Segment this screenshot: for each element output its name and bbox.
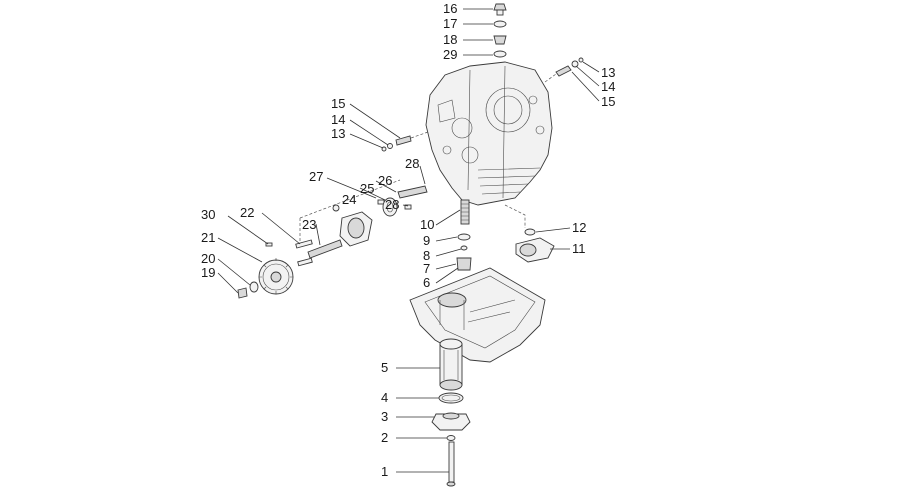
- callout-10: 10: [420, 217, 434, 232]
- side-cover: [504, 204, 555, 263]
- callout-13-right: 13: [601, 65, 615, 80]
- callout-24: 24: [342, 192, 356, 207]
- callout-9: 9: [423, 233, 430, 248]
- callout-17: 17: [443, 16, 457, 31]
- leader-lines: [217, 8, 600, 473]
- callout-5: 5: [381, 360, 388, 375]
- callout-15-left: 15: [331, 96, 345, 111]
- callout-29: 29: [443, 47, 457, 62]
- callout-15-right: 15: [601, 94, 615, 109]
- callout-19: 19: [201, 265, 215, 280]
- shaft-and-dowels: [299, 179, 428, 245]
- callout-11: 11: [572, 241, 586, 256]
- callout-26: 26: [378, 173, 392, 188]
- oil-filter-stack: [431, 338, 471, 487]
- callout-16: 16: [443, 1, 457, 16]
- callout-18: 18: [443, 32, 457, 47]
- shaft-and-pins: [265, 239, 343, 267]
- callout-1: 1: [381, 464, 388, 479]
- callout-27: 27: [309, 169, 323, 184]
- gear-assembly: [237, 258, 294, 299]
- callout-21: 21: [201, 230, 215, 245]
- callout-25: 25: [360, 181, 374, 196]
- callout-13-left: 13: [331, 126, 345, 141]
- callout-28-top: 28: [405, 156, 419, 171]
- left-bolt-assembly: [381, 131, 429, 152]
- callout-28-bottom: 28: [385, 197, 399, 212]
- callout-6: 6: [423, 275, 430, 290]
- right-bolt-assembly: [544, 57, 584, 83]
- oil-pump: [332, 197, 398, 247]
- callout-22: 22: [240, 205, 254, 220]
- callout-2: 2: [381, 430, 388, 445]
- callout-4: 4: [381, 390, 388, 405]
- callout-20: 20: [201, 251, 215, 266]
- callout-14-right: 14: [601, 79, 615, 94]
- callout-12: 12: [572, 220, 586, 235]
- top-fittings: [493, 3, 507, 58]
- callout-8: 8: [423, 248, 430, 263]
- oil-sump: [409, 267, 546, 363]
- callout-numbers: 16 17 18 29 13 14 15 15 14 13 28 27 26 2…: [201, 1, 615, 479]
- callout-3: 3: [381, 409, 388, 424]
- relief-valve-stack: [456, 199, 472, 271]
- callout-14-left: 14: [331, 112, 345, 127]
- callout-23: 23: [302, 217, 316, 232]
- crankcase-housing: [425, 61, 553, 206]
- callout-7: 7: [423, 261, 430, 276]
- callout-30: 30: [201, 207, 215, 222]
